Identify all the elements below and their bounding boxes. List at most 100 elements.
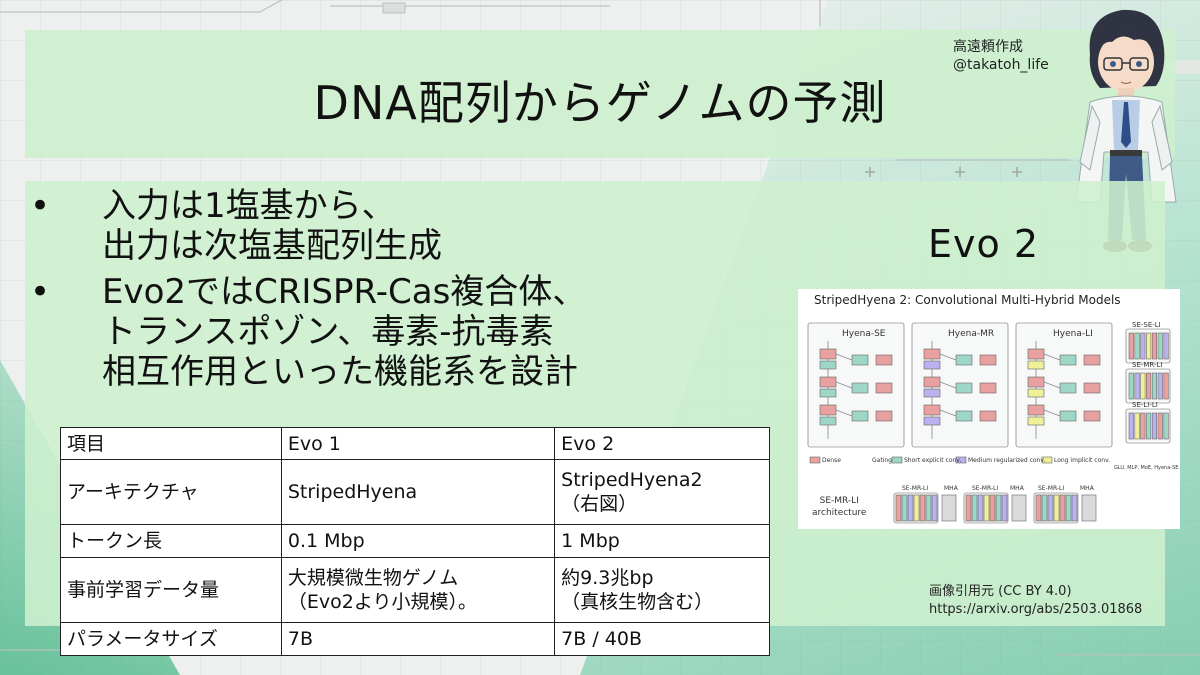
short-conv-layer [851,354,869,366]
cell-line: 1 Mbp [561,530,620,552]
table-cell-evo1: 7B [280,622,556,656]
diagram-connector [939,381,957,389]
bullet-item-input-output: • 入力は1塩基から、 出力は次塩基配列生成 [30,186,770,266]
bullet-line: 出力は次塩基配列生成 [102,226,442,266]
credit-handle: @takatoh_life [953,57,1049,73]
arch-block [1059,494,1066,522]
source-url: https://arxiv.org/abs/2503.01868 [929,602,1143,617]
stack-block [1151,412,1158,440]
bullet-line: Evo2ではCRISPR-Cas複合体、 [102,272,587,312]
table-row: アーキテクチャ StripedHyena StripedHyena2 （右図） [60,459,770,525]
dense-layer [1027,376,1045,388]
table-cell-evo2: 7B / 40B [554,622,770,656]
cell-line: （Evo2より小規模）。 [287,591,477,613]
stack-label: SE-MR-LI [1132,361,1163,369]
table-row: パラメータサイズ 7B 7B / 40B [60,622,770,656]
stack-block [1128,372,1134,400]
bullet-line: 相互作用といった機能系を設計 [102,352,578,392]
conv-layer [923,360,941,370]
short-conv-layer [955,410,973,422]
stack-block [1128,412,1134,440]
legend-dense: Dense [822,457,841,464]
arch-block [983,494,990,522]
legend-short-conv: Short explicit conv. [904,457,962,464]
dense-layer [1083,382,1101,394]
dense-layer [819,376,837,388]
arch-block [1035,494,1042,522]
table-cell-evo1: 0.1 Mbp [280,524,556,558]
mha-block [1011,494,1027,522]
short-conv-layer [1059,382,1077,394]
legend-long-conv: Long implicit conv. [1054,457,1111,464]
conv-layer [1027,388,1045,398]
credit-author: 高遠頼作成 [953,39,1023,55]
table-cell-evo2: 1 Mbp [554,524,770,558]
arch-block [1065,494,1072,522]
bullet-list: • 入力は1塩基から、 出力は次塩基配列生成 • Evo2ではCRISPR-Ca… [30,186,770,392]
mha-block [941,494,957,522]
arch-label-line: architecture [812,508,867,518]
arch-block [1041,494,1048,522]
legend-gating: Gating [872,457,892,464]
cell-line: StripedHyena [287,481,418,503]
arch-block [913,494,920,522]
table-cell-label: アーキテクチャ [60,459,282,525]
cell-line: 約9.3兆bp [561,567,654,589]
dense-layer [819,348,837,360]
bullet-marker: • [30,272,51,312]
stack-block [1163,412,1169,440]
conv-layer [819,388,837,398]
arch-block [931,494,938,522]
arch-group-label: SE-MR-LI [902,485,929,492]
cell-line: （右図） [561,493,638,515]
table-cell-label: トークン長 [60,524,282,558]
cell-line: Evo 2 [561,432,615,455]
bullet-line: 入力は1塩基から、 [102,186,396,226]
arch-label: SE-MR-LI architecture [812,495,866,519]
figure-title: StripedHyena 2: Convolutional Multi-Hybr… [814,293,1121,307]
credit: 高遠頼作成 @takatoh_life [953,38,1049,74]
stack-block [1151,332,1158,360]
character-illustration [1075,9,1177,252]
diagram-connector [835,409,853,417]
architecture-diagram [807,322,1171,524]
table-cell-label: 事前学習データ量 [60,557,282,623]
stack-block [1128,332,1134,360]
legend-swatch [955,456,967,464]
dense-layer [1027,404,1045,416]
mha-block [1081,494,1097,522]
dense-layer [979,382,997,394]
image-source: 画像引用元 (CC BY 4.0) https://arxiv.org/abs/… [929,583,1142,619]
dense-layer [923,376,941,388]
stack-label: SE-LI-LI [1132,401,1158,409]
table-cell-evo2: Evo 2 [554,427,770,460]
conv-layer [1027,360,1045,370]
diagram-connector [1043,409,1061,417]
short-conv-layer [955,382,973,394]
title-banner: DNA配列からゲノムの予測 [25,30,1175,158]
stack-block [1146,412,1152,440]
table-cell-evo2: StripedHyena2 （右図） [554,459,770,525]
dense-layer [875,382,893,394]
diagram-connector [835,381,853,389]
diagram-connector [1043,353,1061,361]
dense-layer [923,404,941,416]
legend-glu: GLU, MLP, MoE, Hyena-SE [1114,465,1179,471]
stack-block [1134,412,1140,440]
arch-block [919,494,926,522]
dense-layer [875,354,893,366]
cell-line: StripedHyena2 [561,469,703,491]
arch-group-label: MHA [1080,485,1094,492]
table-cell-evo1: 大規模微生物ゲノム （Evo2より小規模）。 [280,557,556,623]
arch-group-label: SE-MR-LI [1038,485,1065,492]
table-cell-evo2: 約9.3兆bp （真核生物含む） [554,557,770,623]
short-conv-layer [851,410,869,422]
stack-block [1157,372,1163,400]
block-label-hyena-li: Hyena-LI [1053,329,1093,339]
bullet-marker: • [30,186,51,226]
table-row: 事前学習データ量 大規模微生物ゲノム （Evo2より小規模）。 約9.3兆bp … [60,557,770,623]
dense-layer [979,354,997,366]
architecture-figure: StripedHyena 2: Convolutional Multi-Hybr… [798,289,1180,529]
short-conv-layer [1059,410,1077,422]
cell-line: 7B / 40B [561,628,642,650]
